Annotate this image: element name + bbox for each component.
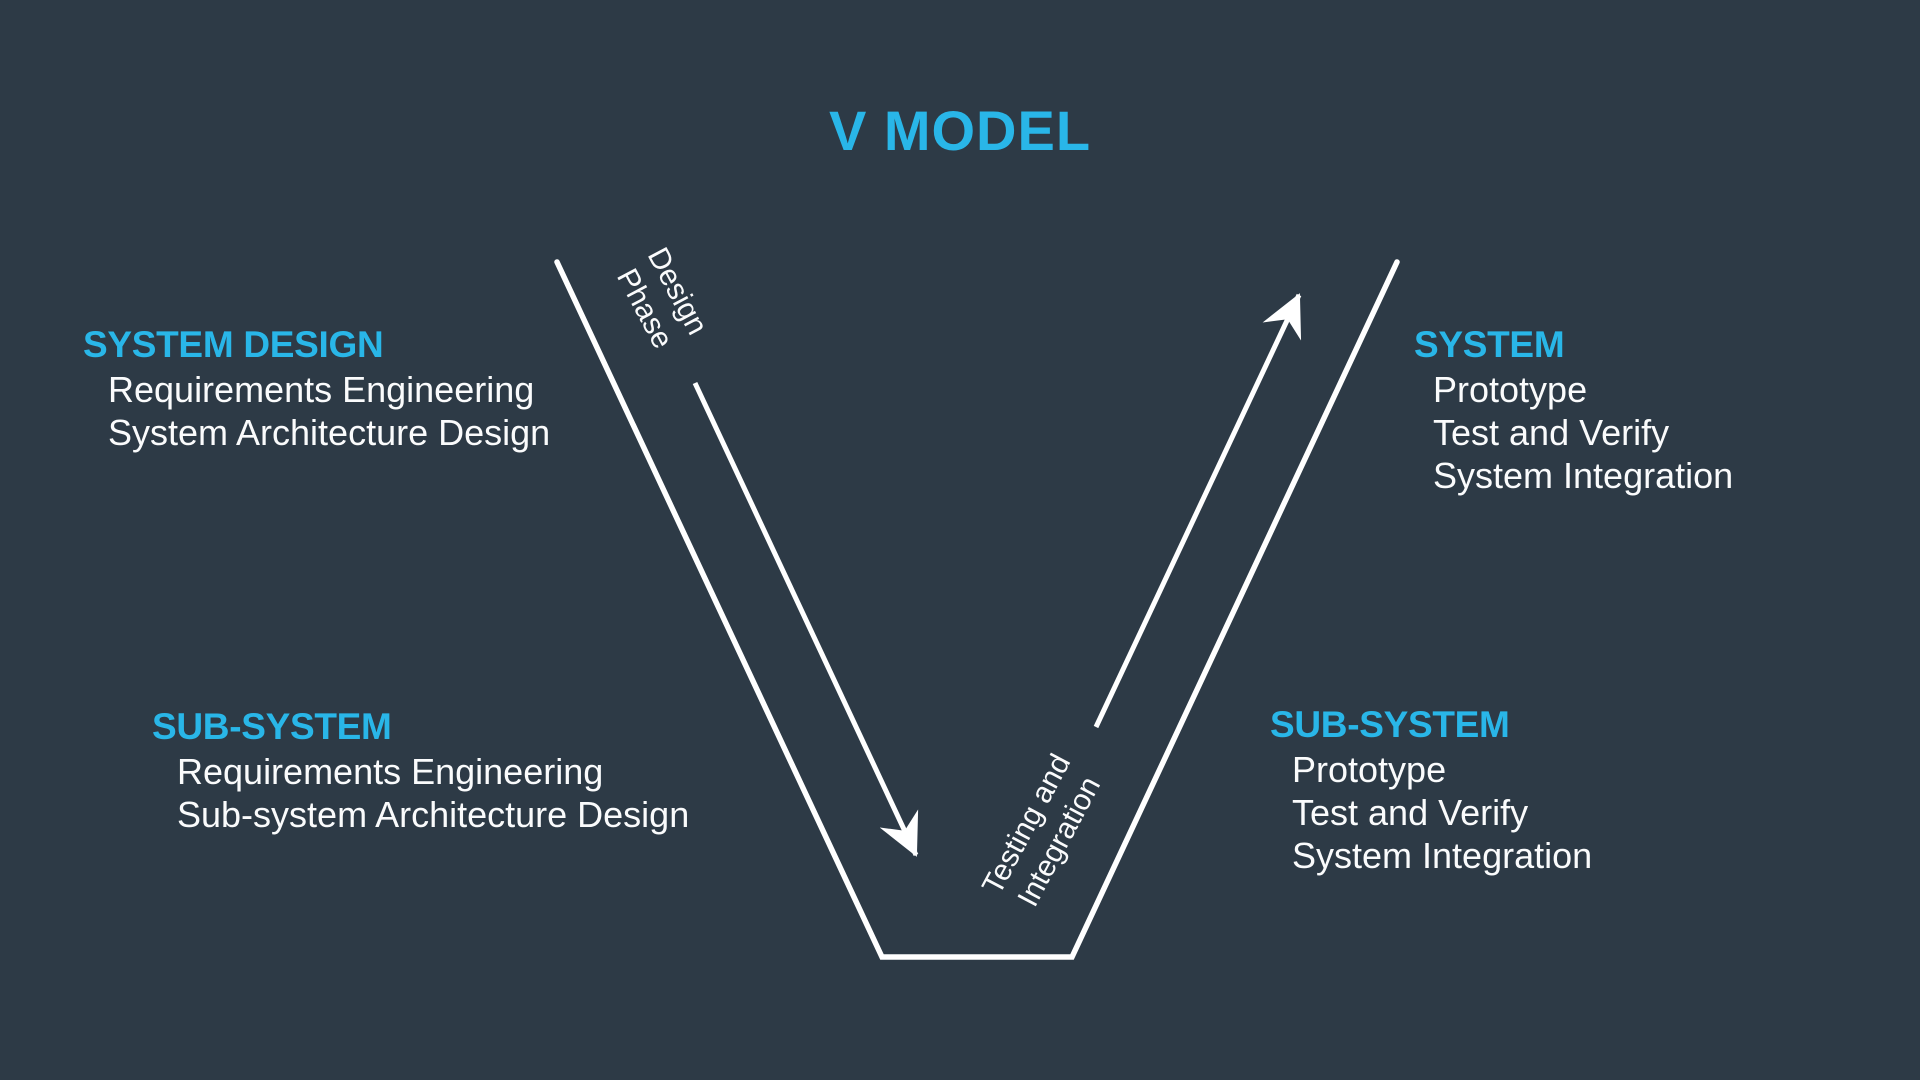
sub-system-right-items: Prototype Test and Verify System Integra…	[1270, 748, 1592, 877]
v-outline	[554, 259, 1400, 960]
system-design-items: Requirements Engineering System Architec…	[83, 368, 550, 454]
list-item: System Architecture Design	[108, 412, 551, 453]
sub-system-left-heading: SUB-SYSTEM	[152, 706, 392, 747]
system-design-heading: SYSTEM DESIGN	[83, 324, 384, 365]
system-items: Prototype Test and Verify System Integra…	[1414, 368, 1733, 497]
block-sub-system-right: SUB-SYSTEM Prototype Test and Verify Sys…	[1270, 702, 1592, 877]
design-phase-arrow-icon	[692, 381, 919, 857]
sub-system-right-heading: SUB-SYSTEM	[1270, 704, 1510, 745]
diagram-title: V MODEL	[828, 99, 1092, 162]
block-system-design: SYSTEM DESIGN Requirements Engineering S…	[83, 322, 550, 454]
list-item: Requirements Engineering	[177, 751, 604, 792]
block-system: SYSTEM Prototype Test and Verify System …	[1414, 322, 1733, 497]
list-item: Test and Verify	[1433, 412, 1670, 453]
list-item: Sub-system Architecture Design	[177, 794, 690, 835]
list-item: Test and Verify	[1292, 792, 1529, 833]
sub-system-left-items: Requirements Engineering Sub-system Arch…	[152, 750, 689, 836]
block-sub-system-left: SUB-SYSTEM Requirements Engineering Sub-…	[152, 704, 689, 836]
list-item: Prototype	[1292, 749, 1447, 790]
testing-integration-arrow-icon	[1093, 293, 1302, 729]
system-heading: SYSTEM	[1414, 324, 1565, 365]
list-item: Requirements Engineering	[108, 369, 535, 410]
list-item: System Integration	[1433, 455, 1734, 496]
list-item: Prototype	[1433, 369, 1588, 410]
list-item: System Integration	[1292, 835, 1593, 876]
